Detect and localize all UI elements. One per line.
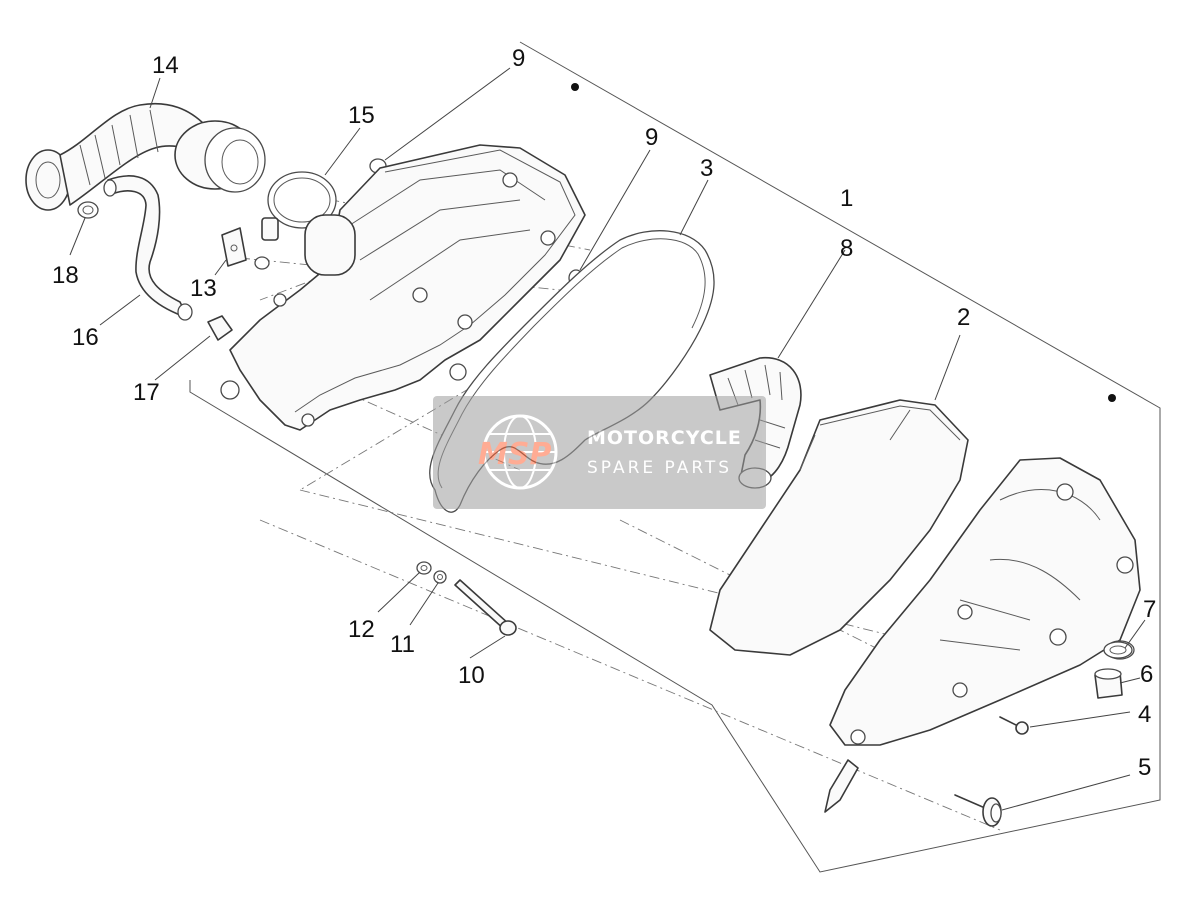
watermark-title: MOTORCYCLE xyxy=(587,427,742,449)
callout-3: 3 xyxy=(700,155,713,182)
callout-8: 8 xyxy=(840,235,853,262)
callout-12: 12 xyxy=(348,616,375,643)
callout-14: 14 xyxy=(152,52,179,79)
hose-clamp-part-15 xyxy=(261,171,337,241)
reference-dot xyxy=(571,83,579,91)
clamp-part-18 xyxy=(77,201,99,219)
callout-17: 17 xyxy=(133,379,160,406)
screw-part-4 xyxy=(999,716,1029,735)
callout-15: 15 xyxy=(348,102,375,129)
callout-5: 5 xyxy=(1138,754,1151,781)
watermark: MSP MOTORCYCLE SPARE PARTS xyxy=(433,396,766,509)
drain-cap-part-6 xyxy=(1094,668,1123,699)
callout-16: 16 xyxy=(72,324,99,351)
callout-2: 2 xyxy=(957,304,970,331)
callout-9-right: 9 xyxy=(645,124,658,151)
watermark-subtitle: SPARE PARTS xyxy=(587,458,732,478)
airbox-cover-part-1 xyxy=(824,457,1141,813)
filter-element-part-2 xyxy=(709,399,969,656)
bolt-part-10 xyxy=(454,579,517,636)
callout-13: 13 xyxy=(190,275,217,302)
washer-part-11 xyxy=(433,570,447,584)
air-filter-housing xyxy=(220,144,586,431)
screw-part-5 xyxy=(954,794,1002,827)
reference-dot xyxy=(1108,394,1116,402)
intake-duct-part-14 xyxy=(25,102,266,211)
clip-nut-part-13 xyxy=(221,227,247,267)
washer-part-12 xyxy=(416,561,432,575)
callout-10: 10 xyxy=(458,662,485,689)
grommet-part-17 xyxy=(207,315,233,341)
callout-11: 11 xyxy=(390,631,415,658)
assembly-frame xyxy=(189,41,1161,873)
callout-6: 6 xyxy=(1140,661,1153,688)
callout-9-top: 9 xyxy=(512,45,525,72)
callout-1: 1 xyxy=(840,185,853,212)
callout-7: 7 xyxy=(1143,596,1156,623)
leader-lines xyxy=(69,67,1146,811)
breather-hose-part-16 xyxy=(103,175,193,321)
clip-part-7 xyxy=(1103,641,1133,659)
watermark-logo: MSP xyxy=(478,437,551,472)
callout-4: 4 xyxy=(1138,701,1151,728)
watermark-background xyxy=(433,396,766,509)
callout-18: 18 xyxy=(52,262,79,289)
